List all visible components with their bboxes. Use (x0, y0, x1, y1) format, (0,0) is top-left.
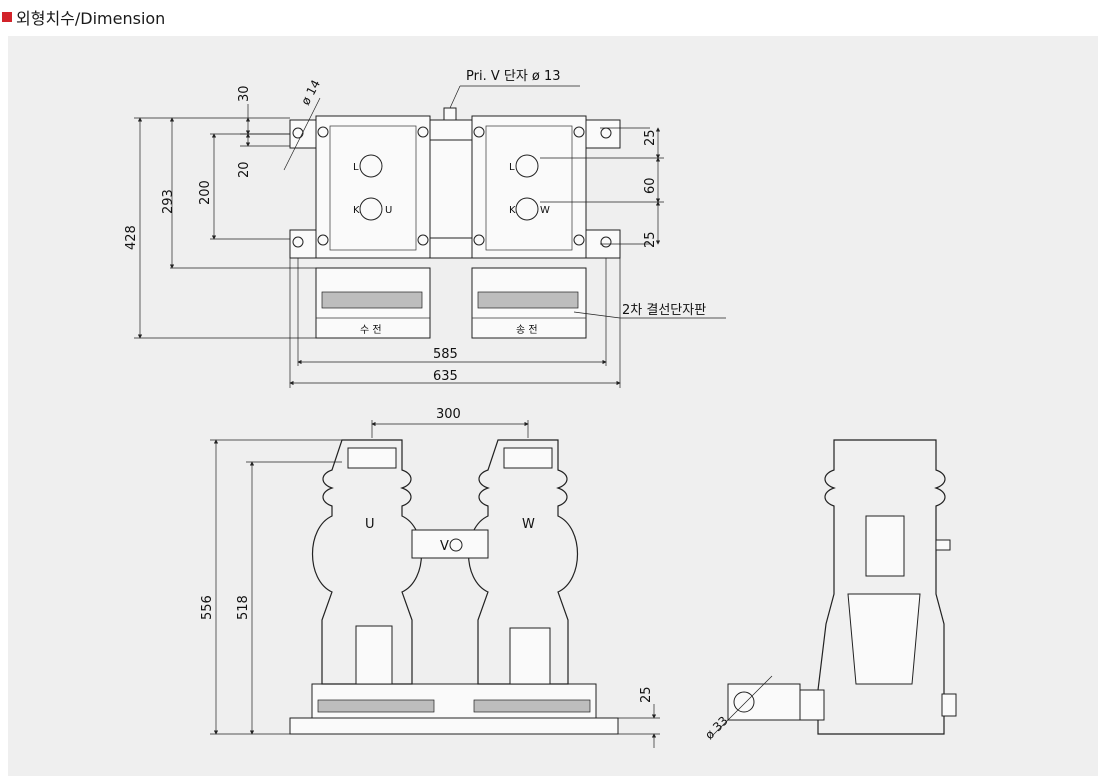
dim-518: 518 (236, 595, 251, 620)
left-terminal-strip (321, 291, 423, 309)
mount-hole-tl (292, 127, 304, 139)
insulator-u-top (347, 447, 397, 469)
dim-25-front: 25 (639, 686, 654, 703)
terminal-k2-label: K (509, 205, 516, 216)
dim-25-top: 25 (643, 129, 658, 146)
side-insulator (817, 439, 946, 735)
left-body (315, 115, 431, 259)
front-base-plate (289, 717, 619, 735)
dim-20: 20 (237, 161, 252, 178)
dim-25-bottom: 25 (643, 231, 658, 248)
side-bracket-neck (799, 689, 825, 721)
side-window (865, 515, 905, 577)
top-view: L K U L K W 수 전 송 전 428 293 200 30 (124, 69, 726, 388)
section-title-text: 외형치수/Dimension (16, 9, 166, 28)
side-terminal-stud (935, 539, 951, 551)
mount-hole-br (600, 236, 612, 248)
insulator-u (312, 439, 422, 685)
dim-556: 556 (200, 595, 215, 620)
dim-293: 293 (161, 189, 176, 214)
side-hole-33-icon (733, 691, 755, 713)
terminal-l1-icon (359, 154, 383, 178)
dim-428: 428 (124, 225, 139, 250)
terminal-w-label: W (540, 205, 550, 216)
side-bracket (727, 683, 801, 721)
dim-635: 635 (433, 369, 458, 384)
dim-hole-14: ø 14 (298, 77, 323, 107)
v-terminal-icon (449, 538, 463, 552)
terminal-k1-label: K (353, 205, 360, 216)
insulator-w (468, 439, 578, 685)
right-body-inner (485, 125, 573, 251)
left-board-label: 수 전 (360, 324, 382, 336)
front-view: 300 U W V 556 518 25 (200, 407, 660, 748)
dim-300: 300 (436, 407, 461, 422)
terminal-board-callout: 2차 결선단자판 (622, 303, 706, 318)
insulator-w-top (503, 447, 553, 469)
section-title: 외형치수/Dimension (2, 6, 165, 28)
terminal-k1-icon (359, 197, 383, 221)
dim-30: 30 (237, 85, 252, 102)
front-w-label: W (522, 517, 535, 532)
right-terminal-strip (477, 291, 579, 309)
terminal-u-label: U (385, 205, 392, 216)
terminal-l1-label: L (353, 162, 359, 173)
dim-585: 585 (433, 347, 458, 362)
side-ground-bolt (941, 693, 957, 717)
pri-v-callout: Pri. V 단자 ø 13 (466, 69, 561, 84)
side-view: ø 33 (702, 439, 957, 743)
corner-bolts (317, 126, 585, 246)
insulator-w-window (509, 627, 551, 685)
front-u-label: U (365, 517, 375, 532)
terminal-l2-label: L (509, 162, 515, 173)
dim-200: 200 (198, 180, 213, 205)
right-body (471, 115, 587, 259)
left-body-inner (329, 125, 417, 251)
front-v-label: V (440, 539, 449, 554)
side-lower-hood (847, 593, 921, 685)
terminal-l2-icon (515, 154, 539, 178)
dim-60: 60 (643, 177, 658, 194)
mount-hole-bl (292, 236, 304, 248)
center-bridge (429, 139, 473, 239)
right-board-label: 송 전 (516, 324, 538, 336)
pri-v-terminal (443, 107, 457, 121)
red-square-icon (2, 12, 12, 22)
terminal-k2-icon (515, 197, 539, 221)
dim-hole-33: ø 33 (702, 714, 731, 743)
v-connector (411, 529, 489, 559)
insulator-u-window (355, 625, 393, 685)
